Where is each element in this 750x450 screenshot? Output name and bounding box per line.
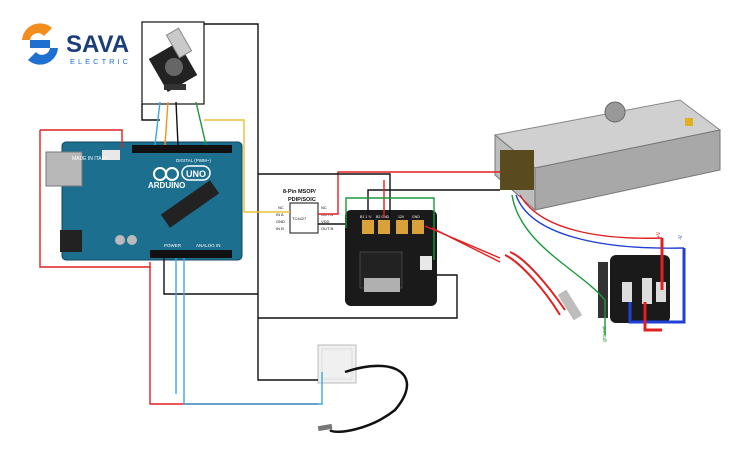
mosfet-board: B1 12V B2 GND 12V GND xyxy=(345,210,437,306)
arduino-uno-board: MADE IN ITALY ARDUINO UNO DIGITAL (PWM~)… xyxy=(45,141,243,261)
wires xyxy=(39,23,686,405)
mini-breadboard xyxy=(317,344,357,384)
arduino-brand: ARDUINO xyxy=(148,181,185,190)
chip-pin-l3: GND xyxy=(276,219,285,224)
mosfet-label-b2: B2 GND xyxy=(376,215,390,219)
chip-pin-l2: IN A xyxy=(276,212,284,217)
arduino-digital-label: DIGITAL (PWM~) xyxy=(176,158,211,163)
chip-pin-r4: OUT B xyxy=(321,226,333,231)
socket-label-plus: +V xyxy=(656,231,662,238)
chip-pin-r3: VDD xyxy=(321,219,330,224)
mosfet-label-gnd: GND xyxy=(412,215,420,219)
chip-title-2: PDIP/SOIC xyxy=(288,197,316,203)
logo-name: SAVA xyxy=(66,31,129,58)
mosfet-label-12v: 12V xyxy=(398,215,405,219)
chip-pin-l4: IN B xyxy=(276,226,284,231)
chip-pin-l1: NC xyxy=(278,205,284,210)
socket-label-minus: -V xyxy=(678,234,684,240)
logo-sub: ELECTRIC xyxy=(70,57,131,66)
arduino-power-label: POWER xyxy=(164,243,182,248)
thermistor-probe xyxy=(317,364,409,434)
heater-cartridge xyxy=(504,251,583,321)
sava-logo: SAVA ELECTRIC xyxy=(22,23,131,66)
chip-title-1: 8-Pin MSOP/ xyxy=(283,189,316,195)
logo-mark-icon xyxy=(22,23,58,65)
rotary-encoder xyxy=(141,21,205,105)
chip-pin-r1: NC xyxy=(321,205,327,210)
arduino-model: UNO xyxy=(186,169,206,179)
mosfet-label-b1: B1 12V xyxy=(360,215,372,219)
arduino-infinity-icon xyxy=(153,167,179,181)
chip-part: TC4427 xyxy=(292,216,307,221)
power-supply-unit xyxy=(493,99,722,212)
arduino-analog-label: ANALOG IN xyxy=(196,243,221,248)
tc4427-chip: 8-Pin MSOP/ PDIP/SOIC TC4427 NC IN A GND… xyxy=(276,189,333,234)
iec-power-socket: +V -V ground xyxy=(598,231,684,342)
arduino-made-in: MADE IN ITALY xyxy=(72,156,108,162)
